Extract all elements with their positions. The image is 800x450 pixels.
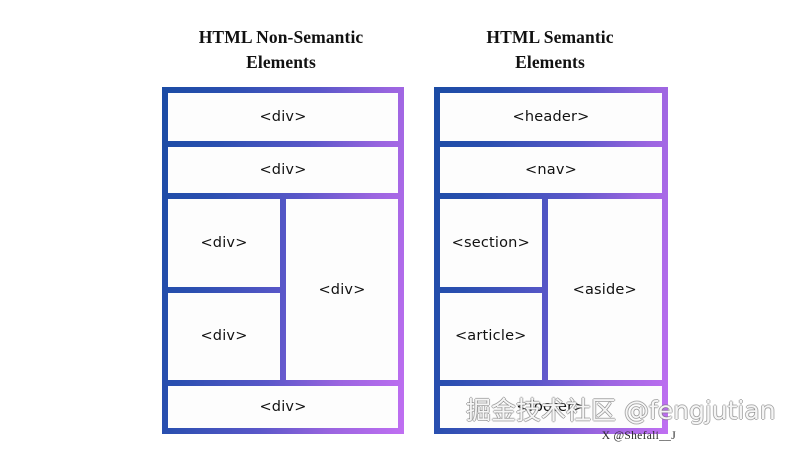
title-line-2: Elements bbox=[246, 52, 316, 73]
block-article: <div> bbox=[168, 292, 280, 380]
title-line-1: HTML Non-Semantic bbox=[198, 27, 364, 47]
block-nav: <nav> bbox=[440, 147, 662, 193]
block-article: <article> bbox=[440, 292, 542, 380]
middle-right-column: <aside> bbox=[547, 199, 662, 380]
middle-row: <div> <div> <div> bbox=[168, 199, 398, 380]
diagram-non-semantic: <div> <div> <div> <div> <div> <div> bbox=[162, 87, 404, 434]
block-aside: <aside> bbox=[547, 199, 662, 380]
block-footer: <div> bbox=[168, 386, 398, 428]
block-aside: <div> bbox=[286, 199, 398, 380]
title-line-1: HTML Semantic bbox=[486, 27, 614, 47]
block-nav: <div> bbox=[168, 147, 398, 193]
block-header: <div> bbox=[168, 93, 398, 141]
middle-right-column: <div> bbox=[286, 199, 398, 380]
credit-attribution: X @Shefali__J bbox=[601, 430, 676, 442]
block-section: <div> bbox=[168, 199, 280, 287]
block-section: <section> bbox=[440, 199, 542, 287]
page-title-non-semantic: HTML Non-Semantic Elements bbox=[158, 25, 404, 76]
middle-left-column: <div> <div> bbox=[168, 199, 280, 380]
title-line-2: Elements bbox=[515, 52, 585, 73]
middle-left-column: <section> <article> bbox=[440, 199, 542, 380]
block-header: <header> bbox=[440, 93, 662, 141]
page-title-semantic: HTML Semantic Elements bbox=[430, 25, 670, 76]
diagram-semantic: <header> <nav> <section> <article> <asid… bbox=[434, 87, 668, 434]
block-footer: <footer> bbox=[440, 386, 662, 428]
middle-row: <section> <article> <aside> bbox=[440, 199, 662, 380]
